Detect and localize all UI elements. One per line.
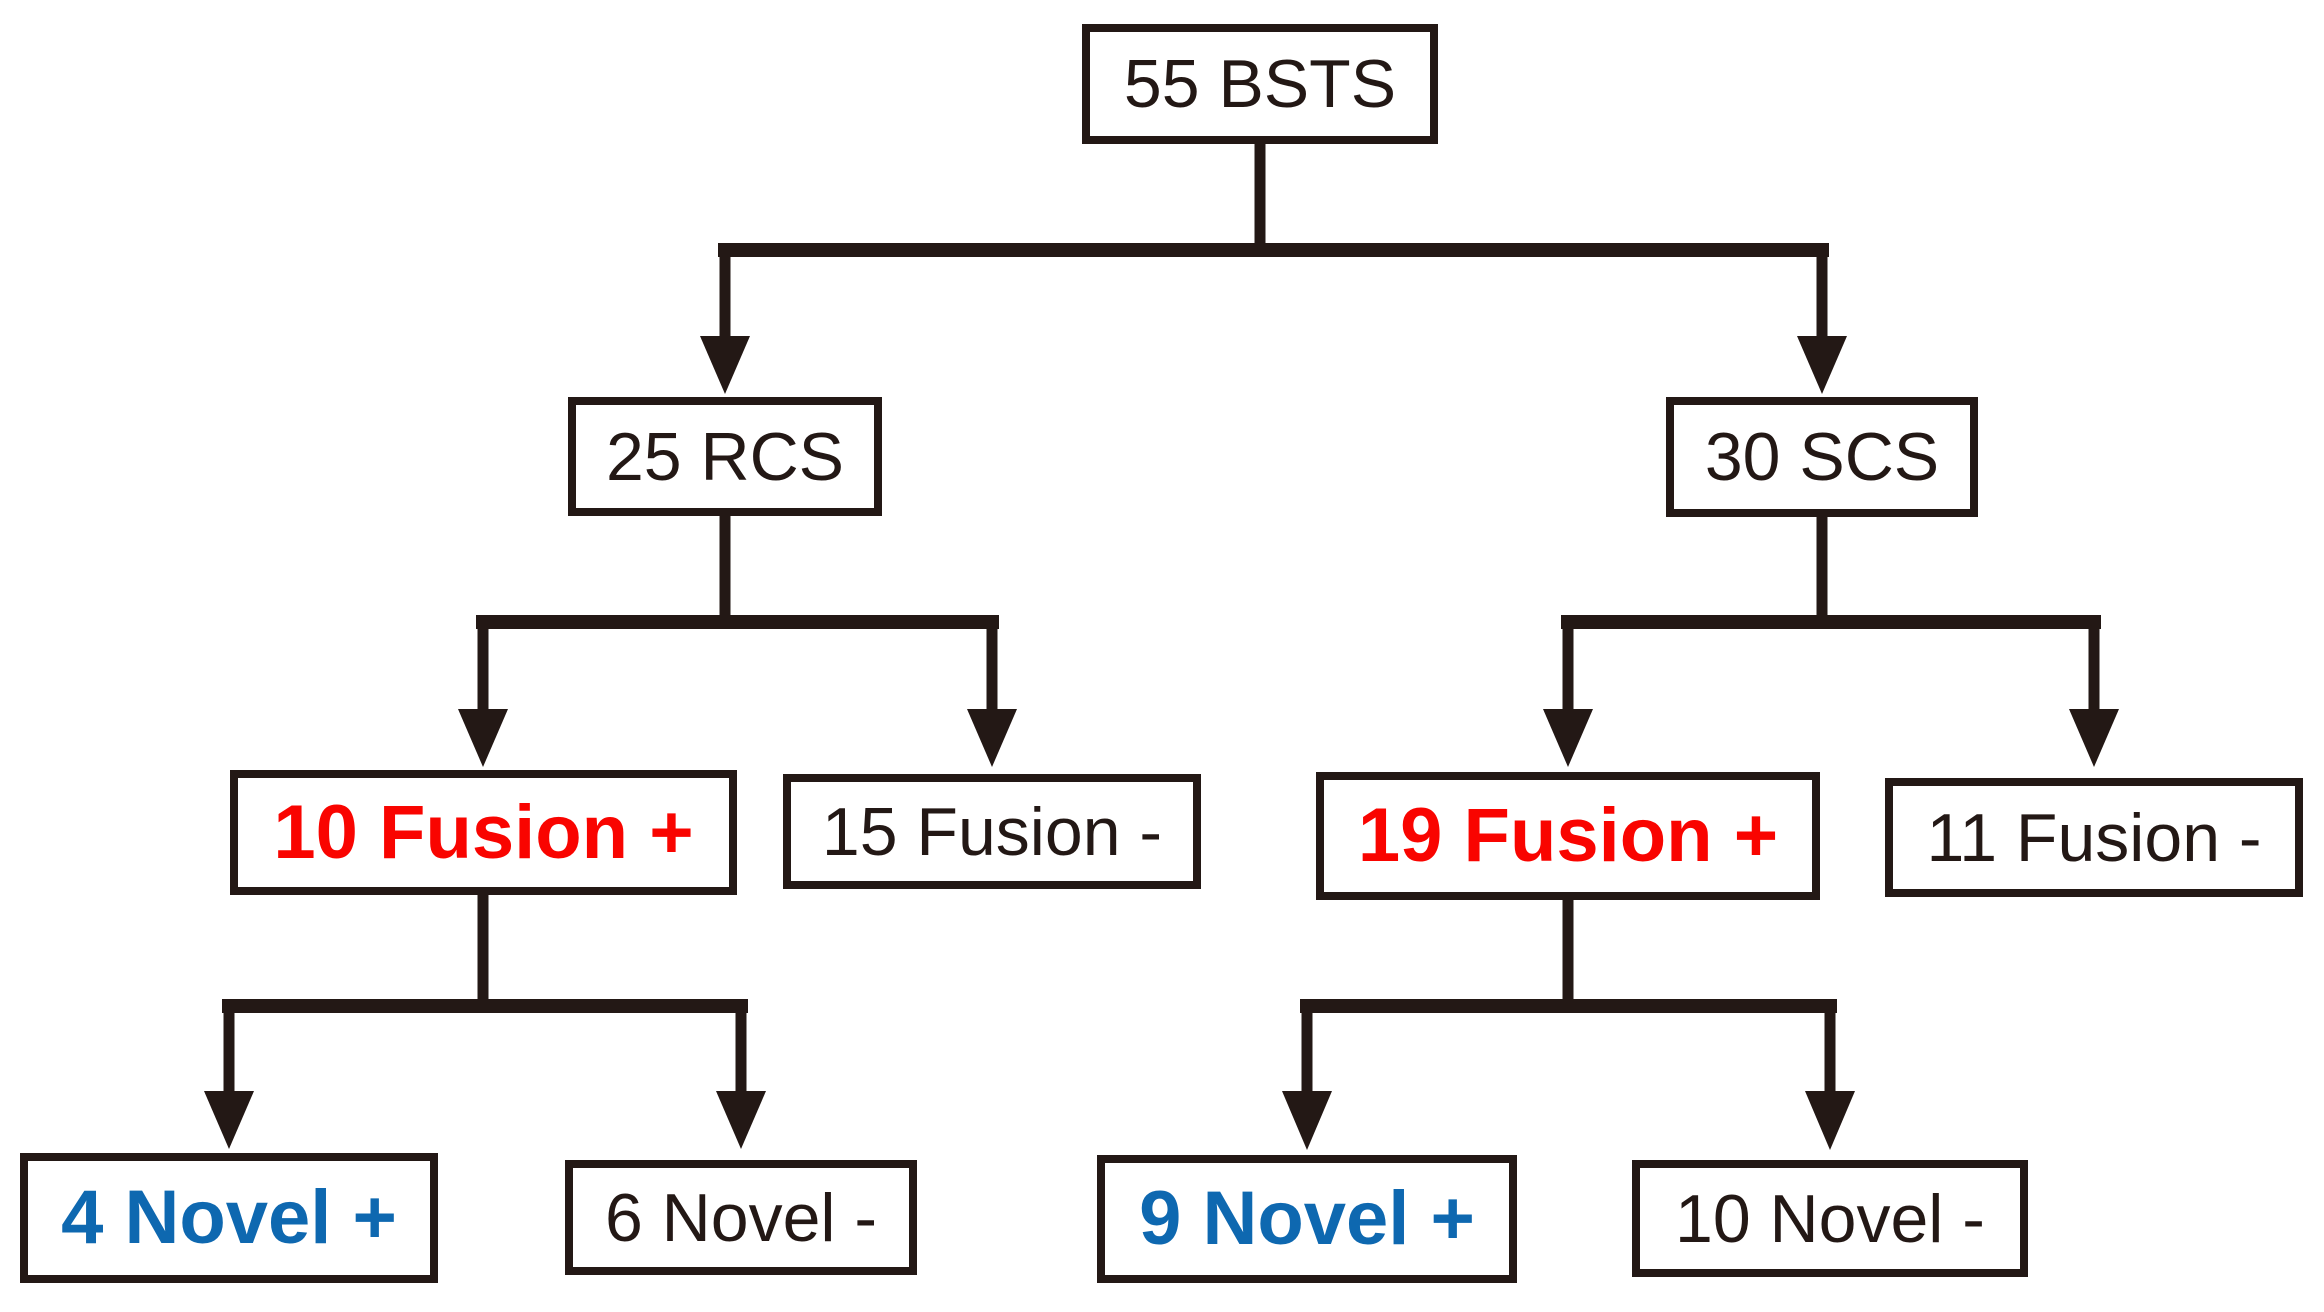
node-scs: 30 SCS [1666, 397, 1978, 517]
node-bsts: 55 BSTS [1082, 24, 1438, 144]
connector-scs-split [1543, 513, 2119, 767]
node-fusion-pos-scs: 19 Fusion + [1316, 772, 1820, 900]
connector-bsts-split [700, 140, 1847, 394]
connector-rcs-split [458, 512, 1017, 767]
arrow-down-icon [1282, 1091, 1332, 1150]
node-novel-pos-scs: 9 Novel + [1097, 1155, 1517, 1283]
arrow-down-icon [2069, 709, 2119, 767]
node-fusion-neg-rcs: 15 Fusion - [783, 774, 1201, 889]
connector-fusion-rcs-split [204, 891, 766, 1149]
node-fusion-neg-scs: 11 Fusion - [1885, 778, 2303, 897]
arrow-down-icon [716, 1091, 766, 1149]
node-novel-pos-rcs: 4 Novel + [20, 1153, 438, 1283]
node-rcs: 25 RCS [568, 397, 882, 516]
connector-fusion-scs-split [1282, 896, 1855, 1150]
arrow-down-icon [458, 709, 508, 767]
arrow-down-icon [1797, 336, 1847, 394]
arrow-down-icon [700, 336, 750, 394]
node-novel-neg-scs: 10 Novel - [1632, 1160, 2028, 1277]
arrow-down-icon [967, 709, 1017, 767]
node-novel-neg-rcs: 6 Novel - [565, 1160, 917, 1275]
arrow-down-icon [204, 1091, 254, 1149]
arrow-down-icon [1805, 1091, 1855, 1150]
node-fusion-pos-rcs: 10 Fusion + [230, 770, 737, 895]
arrow-down-icon [1543, 709, 1593, 767]
